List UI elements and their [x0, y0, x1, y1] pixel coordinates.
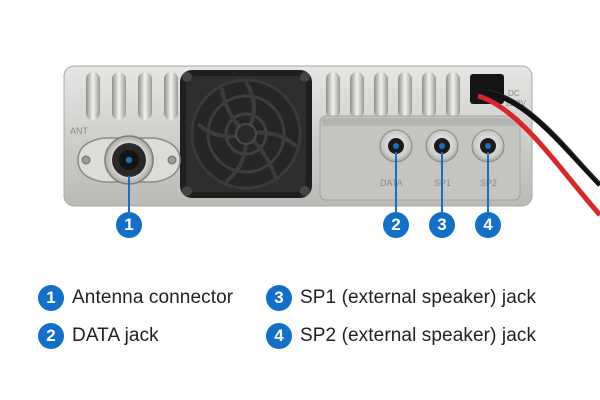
legend-label: DATA jack — [72, 325, 159, 346]
legend-item-sp1-jack: 3 SP1 (external speaker) jack — [266, 284, 536, 312]
legend-number: 3 — [266, 285, 292, 311]
legend-number: 1 — [38, 285, 64, 311]
callout-4: 4 — [475, 212, 501, 238]
heatsink-fins-right — [326, 72, 460, 118]
heatsink-fins-left — [86, 72, 178, 120]
legend: 1 Antenna connector 3 SP1 (external spea… — [38, 282, 578, 362]
legend-item-sp2-jack: 4 SP2 (external speaker) jack — [266, 322, 536, 350]
callout-leaders — [128, 152, 489, 212]
callout-3: 3 — [429, 212, 455, 238]
legend-label: Antenna connector — [72, 287, 234, 308]
cooling-fan — [180, 70, 312, 198]
legend-item-antenna-connector: 1 Antenna connector — [38, 284, 233, 312]
dc-silk-label: DC — [508, 89, 520, 98]
legend-label: SP2 (external speaker) jack — [300, 325, 537, 346]
legend-number: 2 — [38, 323, 64, 349]
ant-silk-label: ANT — [70, 126, 89, 136]
dc-power-cable — [470, 74, 600, 217]
legend-label: SP1 (external speaker) jack — [300, 287, 537, 308]
callout-1: 1 — [116, 212, 142, 238]
connector-plate — [319, 115, 521, 201]
data-silk-label: DATA — [380, 178, 403, 188]
legend-number: 4 — [266, 323, 292, 349]
legend-item-data-jack: 2 DATA jack — [38, 322, 159, 350]
callout-2: 2 — [383, 212, 409, 238]
